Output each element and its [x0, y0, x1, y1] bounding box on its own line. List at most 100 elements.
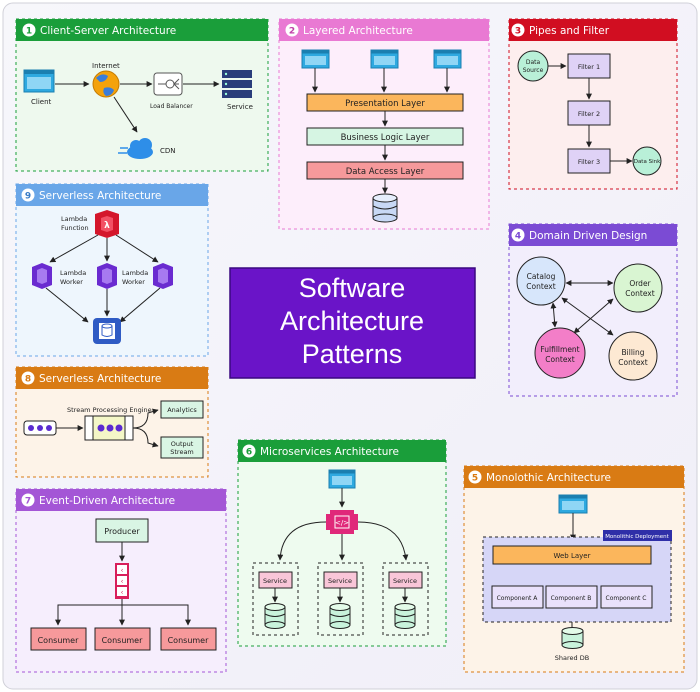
panel-microservices: 6 Microservices Architecture </> Service…: [237, 439, 447, 647]
billing-context-node: [608, 331, 658, 381]
panel-client-server: 1 Client-Server Architecture Client Inte…: [15, 18, 269, 172]
panel-1-badge: [22, 23, 36, 37]
panel-8-title: Serverless Architecture: [39, 373, 161, 385]
panel-2-header: [279, 19, 489, 41]
panel-1-header: [16, 19, 268, 41]
service-label: Service: [393, 577, 417, 585]
database-icon: [561, 627, 584, 649]
panel-5-title: Monolothic Architecture: [486, 472, 611, 484]
web-layer: [492, 545, 652, 565]
database-icon: [329, 603, 351, 629]
panel-3-header: [509, 19, 677, 41]
window-icon: [301, 49, 330, 69]
center-title-card: Software Architecture Patterns: [229, 267, 476, 379]
api-gateway-icon: </>: [326, 510, 358, 534]
panel-event-driven: 7 Event-Driven Architecture Producer ‹ ‹…: [15, 488, 227, 673]
component-c-label: Component C: [606, 595, 647, 602]
order-context-node: [613, 263, 663, 313]
lambda-worker-label: Worker: [122, 278, 145, 286]
panel-1-title: Client-Server Architecture: [40, 25, 176, 37]
component-b-label: Component B: [551, 595, 592, 602]
svg-text:λ: λ: [104, 221, 110, 231]
panel-9-header: [16, 184, 208, 206]
billing-context-label: Billing: [622, 348, 645, 357]
panel-2-number: 2: [289, 27, 295, 37]
fulfillment-context-label: Fulfillment: [540, 345, 579, 354]
lambda-worker-label: Lambda: [122, 269, 148, 277]
database-icon: [264, 603, 286, 629]
panel-8-number: 8: [25, 375, 31, 385]
window-icon: [370, 49, 399, 69]
panel-7-number: 7: [25, 497, 31, 507]
analytics-label: Analytics: [167, 406, 197, 414]
data-source-node: [517, 50, 549, 82]
service-label: Service: [328, 577, 352, 585]
svg-text:</>: </>: [335, 519, 349, 527]
panel-5-number: 5: [472, 474, 478, 484]
main-title-line: Software: [299, 273, 406, 303]
order-context-label: Context: [625, 289, 654, 298]
panel-4-title: Domain Driven Design: [529, 230, 647, 242]
stream-engine-icon: [84, 415, 134, 441]
analytics-node: [160, 400, 204, 419]
consumer-node: [160, 627, 217, 651]
database-icon: [394, 603, 416, 629]
catalog-context-label: Context: [526, 282, 555, 291]
globe-icon: [92, 70, 120, 98]
consumer-node: [30, 627, 87, 651]
data-access-layer-label: Data Access Layer: [346, 167, 425, 177]
window-icon: [23, 69, 55, 93]
filter-3-node: [567, 148, 611, 174]
lambda-function-label: Lambda: [61, 215, 87, 223]
panel-9-number: 9: [25, 192, 31, 202]
panel-3-title: Pipes and Filter: [529, 25, 610, 37]
catalog-context-label: Catalog: [527, 272, 556, 281]
component-a-label: Component A: [497, 595, 539, 602]
main-title-line: Patterns: [302, 339, 403, 369]
producer-label: Producer: [104, 527, 140, 536]
panel-4-header: [509, 224, 677, 246]
main-title-line: Architecture: [280, 306, 424, 336]
catalog-context-node: [516, 256, 566, 306]
filter-1-label: Filter 1: [578, 63, 600, 71]
lambda-worker-label: Lambda: [60, 269, 86, 277]
component-b: [545, 585, 598, 609]
panel-pipes-filter: 3 Pipes and Filter Data Source Filter 1 …: [508, 18, 678, 190]
panel-6-number: 6: [246, 448, 252, 458]
client-label: Client: [31, 98, 52, 106]
window-icon: [328, 469, 356, 489]
presentation-layer-label: Presentation Layer: [345, 99, 425, 109]
lambda-worker-icon: [153, 263, 173, 289]
lambda-function-label: Function: [61, 224, 89, 232]
panel-5-header: [464, 466, 684, 488]
panel-4-number: 4: [515, 232, 521, 242]
panel-6-header: [238, 440, 446, 462]
load-balancer-label: Load Balancer: [150, 103, 193, 110]
business-logic-layer-label: Business Logic Layer: [341, 133, 430, 143]
database-icon: [372, 193, 398, 223]
window-icon: [433, 49, 462, 69]
consumer-label: Consumer: [168, 636, 210, 645]
database-icon: [93, 318, 121, 344]
web-layer-label: Web Layer: [553, 552, 590, 560]
panel-8-header: [16, 367, 208, 389]
output-stream-label: Output: [171, 440, 194, 448]
panel-domain-driven: 4 Domain Driven Design Catalog Context O…: [508, 223, 678, 397]
lambda-worker-label: Worker: [60, 278, 83, 286]
panel-6-title: Microservices Architecture: [260, 446, 399, 458]
shared-db-label: Shared DB: [555, 654, 589, 662]
panel-3-number: 3: [515, 27, 521, 37]
stream-engine-label: Stream Processing Engine: [67, 406, 152, 414]
panel-7-header: [16, 489, 226, 511]
fulfillment-context-label: Context: [545, 355, 574, 364]
panel-9-title: Serverless Architecture: [39, 190, 161, 202]
consumer-label: Consumer: [102, 636, 144, 645]
order-context-label: Order: [629, 279, 651, 288]
panel-monolithic: 5 Monolothic Architecture Monolithic Dep…: [463, 465, 685, 673]
panel-layered: 2 Layered Architecture Presentation Laye…: [278, 18, 490, 230]
panel-1-number: 1: [26, 27, 32, 37]
data-source-label: Data: [526, 59, 541, 66]
deployment-tag: [603, 530, 672, 541]
consumer-node: [94, 627, 151, 651]
